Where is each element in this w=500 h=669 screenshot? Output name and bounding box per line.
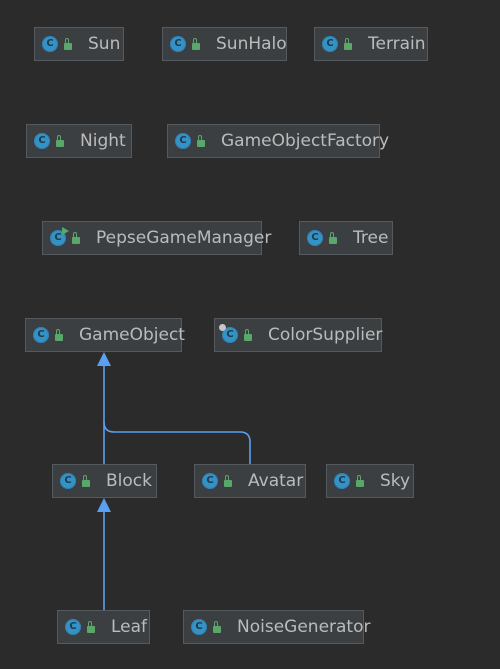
class-icon bbox=[33, 327, 49, 343]
class-name: Night bbox=[80, 131, 126, 151]
public-lock-icon bbox=[87, 621, 95, 633]
class-name: GameObject bbox=[79, 325, 185, 345]
class-icon bbox=[175, 133, 191, 149]
class-node-night[interactable]: Night bbox=[26, 124, 132, 158]
class-name: Terrain bbox=[368, 34, 426, 54]
public-lock-icon bbox=[197, 135, 205, 147]
class-name: Tree bbox=[353, 228, 389, 248]
public-lock-icon bbox=[356, 475, 364, 487]
class-node-sun[interactable]: Sun bbox=[34, 27, 124, 61]
runnable-class-icon bbox=[50, 227, 69, 246]
class-name: NoiseGenerator bbox=[237, 617, 371, 637]
public-lock-icon bbox=[224, 475, 232, 487]
public-lock-icon bbox=[72, 232, 80, 244]
class-icon bbox=[65, 619, 81, 635]
final-class-icon bbox=[219, 324, 238, 343]
class-icon bbox=[307, 230, 323, 246]
class-icon bbox=[202, 473, 218, 489]
class-node-sky[interactable]: Sky bbox=[326, 464, 414, 498]
public-lock-icon bbox=[329, 232, 337, 244]
class-icon bbox=[34, 133, 50, 149]
class-name: Sun bbox=[88, 34, 121, 54]
class-node-pepsegamemanager[interactable]: PepseGameManager bbox=[42, 221, 271, 255]
class-name: Sky bbox=[380, 471, 411, 491]
class-name: ColorSupplier bbox=[268, 325, 383, 345]
class-name: Avatar bbox=[248, 471, 304, 491]
public-lock-icon bbox=[244, 329, 252, 341]
class-node-terrain[interactable]: Terrain bbox=[314, 27, 428, 61]
arrowhead-gameobject bbox=[97, 352, 111, 366]
class-node-gameobject[interactable]: GameObject bbox=[25, 318, 185, 352]
edge-avatar-extends-gameobject bbox=[103, 421, 251, 464]
public-lock-icon bbox=[192, 38, 200, 50]
arrowhead-block bbox=[97, 498, 111, 512]
public-lock-icon bbox=[55, 329, 63, 341]
class-name: Leaf bbox=[111, 617, 148, 637]
class-name: Block bbox=[106, 471, 152, 491]
class-icon bbox=[322, 36, 338, 52]
public-lock-icon bbox=[64, 38, 72, 50]
class-name: PepseGameManager bbox=[96, 228, 272, 248]
run-badge-icon bbox=[62, 227, 69, 235]
class-icon bbox=[191, 619, 207, 635]
class-node-gameobjectfactory[interactable]: GameObjectFactory bbox=[167, 124, 389, 158]
class-node-avatar[interactable]: Avatar bbox=[194, 464, 306, 498]
class-icon bbox=[60, 473, 76, 489]
class-node-tree[interactable]: Tree bbox=[299, 221, 393, 255]
class-node-leaf[interactable]: Leaf bbox=[57, 610, 150, 644]
class-icon bbox=[334, 473, 350, 489]
class-icon bbox=[170, 36, 186, 52]
public-lock-icon bbox=[344, 38, 352, 50]
class-node-sunhalo[interactable]: SunHalo bbox=[162, 27, 287, 61]
public-lock-icon bbox=[82, 475, 90, 487]
public-lock-icon bbox=[213, 621, 221, 633]
public-lock-icon bbox=[56, 135, 64, 147]
class-name: GameObjectFactory bbox=[221, 131, 390, 151]
class-icon bbox=[42, 36, 58, 52]
class-name: SunHalo bbox=[216, 34, 287, 54]
class-node-colorsupplier[interactable]: ColorSupplier bbox=[214, 318, 382, 352]
class-node-noisegenerator[interactable]: NoiseGenerator bbox=[183, 610, 371, 644]
class-node-block[interactable]: Block bbox=[52, 464, 157, 498]
final-badge-icon bbox=[219, 324, 226, 331]
